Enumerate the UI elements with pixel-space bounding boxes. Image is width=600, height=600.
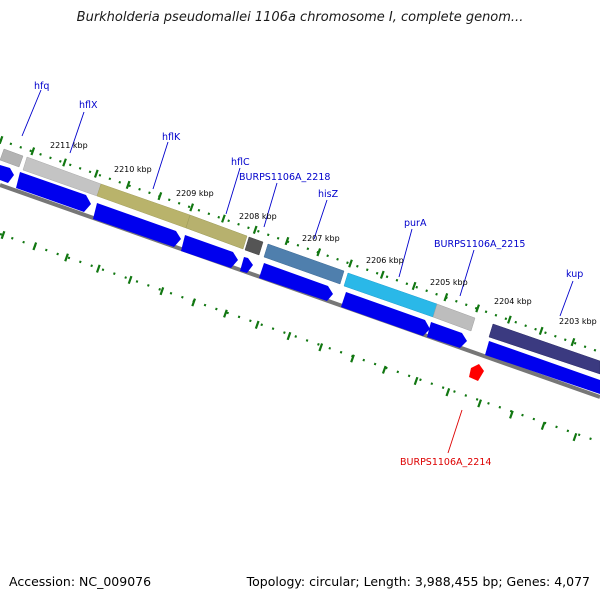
outer-major-tick — [411, 281, 417, 291]
inner-major-tick — [0, 230, 6, 240]
inner-major-tick — [254, 320, 260, 329]
inner-major-tick — [540, 421, 546, 430]
pointer-hflK — [152, 141, 169, 190]
kbp-label: 2208 kbp — [239, 212, 277, 221]
gene-label-hfq[interactable]: hfq — [34, 81, 49, 92]
gene-name-labels: hfq hflX hflK hflC BURPS1106A_2218 hisZ … — [34, 81, 583, 468]
accession-text: Accession: NC_009076 — [9, 574, 152, 589]
outer-major-tick — [125, 180, 131, 190]
inner-major-tick — [64, 253, 69, 262]
outer-major-tick — [316, 248, 322, 257]
cds-arrow-3[interactable] — [93, 203, 181, 247]
outer-scale-dots — [0, 138, 600, 444]
inner-dot-line — [0, 232, 600, 444]
kbp-label: 2205 kbp — [430, 278, 468, 287]
outer-major-tick — [570, 337, 576, 347]
gene-label-kup[interactable]: kup — [566, 269, 583, 280]
cds-arrow-6[interactable] — [259, 263, 333, 301]
pointer-hfq — [21, 89, 42, 137]
outer-major-tick — [189, 203, 195, 212]
gene-bar-BURPS1106A_2215[interactable] — [432, 303, 476, 332]
outer-major-tick — [221, 214, 226, 223]
outer-major-tick — [443, 293, 449, 302]
cds-arrow-1[interactable] — [0, 165, 14, 183]
cds-arrow-track — [0, 165, 600, 394]
gene-label-BURPS1106A_2215[interactable]: BURPS1106A_2215 — [434, 239, 525, 250]
inner-major-tick — [318, 343, 324, 352]
gene-bar-BURPS1106A_2218[interactable] — [244, 236, 264, 256]
genome-summary-text: Topology: circular; Length: 3,988,455 bp… — [246, 574, 590, 589]
pointer-hflC — [225, 167, 241, 215]
cds-arrow-9[interactable] — [485, 341, 600, 394]
inner-major-tick — [95, 264, 101, 273]
red-feature-marker[interactable] — [469, 364, 484, 381]
gene-label-hflC[interactable]: hflC — [231, 157, 250, 168]
inner-major-tick — [445, 388, 451, 397]
outer-major-tick — [62, 158, 67, 167]
gene-label-hflK[interactable]: hflK — [162, 132, 181, 143]
inner-major-tick — [127, 275, 133, 285]
pointer-BURPS1106A_2218 — [263, 182, 278, 228]
pointer-kup — [559, 280, 574, 317]
outer-major-tick — [475, 304, 480, 313]
pointer-BURPS1106A_2214 — [447, 409, 463, 454]
map-title: Burkholderia pseudomallei 1106a chromoso… — [76, 10, 524, 25]
major-ticks — [0, 135, 578, 442]
gene-label-BURPS1106A_2214[interactable]: BURPS1106A_2214 — [400, 457, 491, 468]
outer-major-tick — [0, 135, 4, 145]
kbp-label: 2211 kbp — [50, 141, 88, 150]
inner-major-tick — [286, 331, 292, 341]
kbp-label: 2207 kbp — [302, 234, 340, 243]
kbp-label: 2210 kbp — [114, 165, 152, 174]
outer-major-tick — [538, 326, 544, 335]
outer-major-tick — [379, 270, 385, 279]
kbp-label: 2209 kbp — [176, 189, 214, 198]
inner-major-tick — [159, 286, 165, 296]
gene-label-BURPS1106A_2218[interactable]: BURPS1106A_2218 — [239, 172, 330, 183]
gene-bar-kup[interactable] — [488, 323, 600, 375]
outer-major-tick — [348, 259, 353, 268]
outer-dot-line — [0, 138, 600, 354]
outer-major-tick — [252, 225, 258, 234]
outer-major-tick — [284, 236, 290, 246]
inner-major-tick — [477, 399, 482, 408]
gene-label-purA[interactable]: purA — [404, 218, 427, 229]
cds-arrow-7[interactable] — [341, 292, 430, 336]
cds-arrow-8[interactable] — [427, 322, 467, 348]
kbp-label: 2204 kbp — [494, 297, 532, 306]
kbp-scale-labels: 2211 kbp 2210 kbp 2209 kbp 2208 kbp 2207… — [50, 141, 597, 326]
inner-major-tick — [413, 376, 419, 386]
outer-major-tick — [157, 191, 163, 201]
inner-major-tick — [509, 410, 514, 419]
pointer-hflX — [69, 111, 85, 154]
outer-major-tick — [93, 169, 99, 178]
gene-feature-track — [0, 148, 600, 375]
inner-major-tick — [381, 365, 387, 374]
gene-label-hisZ[interactable]: hisZ — [318, 189, 339, 200]
inner-major-tick — [350, 354, 355, 363]
pointer-hisZ — [313, 199, 328, 240]
kbp-label: 2206 kbp — [366, 256, 404, 265]
gene-label-hflX[interactable]: hflX — [79, 100, 98, 111]
cds-arrow-2[interactable] — [16, 172, 91, 212]
cds-arrow-5[interactable] — [240, 257, 253, 273]
kbp-label: 2203 kbp — [559, 317, 597, 326]
inner-major-tick — [223, 309, 228, 318]
cds-arrow-4[interactable] — [181, 235, 238, 268]
pointer-BURPS1106A_2215 — [459, 249, 475, 297]
inner-major-tick — [191, 298, 197, 307]
outer-major-tick — [30, 147, 36, 156]
label-pointers — [21, 89, 574, 317]
gene-bar-hisZ[interactable] — [263, 243, 345, 285]
inner-major-tick — [32, 242, 38, 251]
gene-bar-hflC[interactable] — [185, 214, 248, 250]
inner-major-tick — [572, 432, 578, 442]
pointer-purA — [398, 228, 413, 278]
gene-bar-hfq[interactable] — [0, 148, 24, 168]
outer-major-tick — [507, 315, 512, 324]
